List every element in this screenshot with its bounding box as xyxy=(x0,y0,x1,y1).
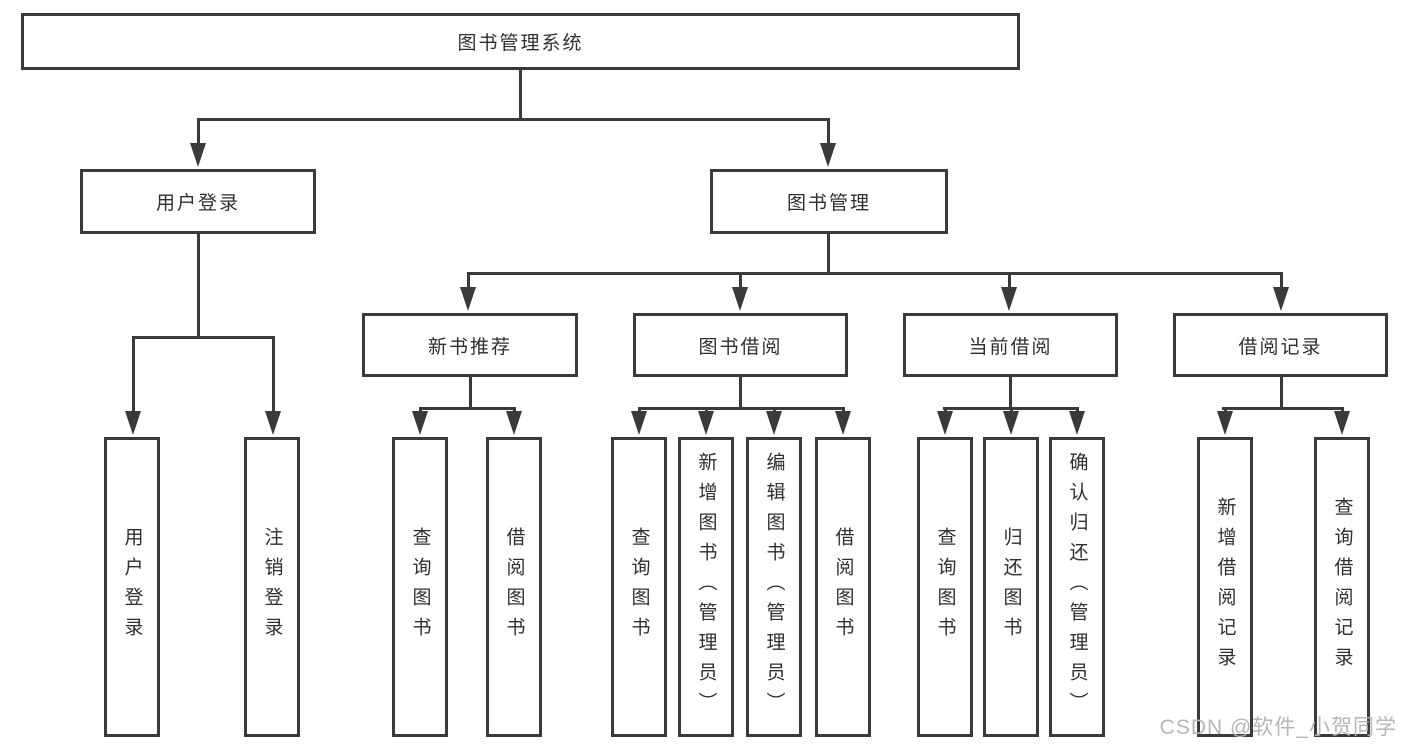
arrow-leaf-user-login xyxy=(125,411,141,435)
arrow-leaf-logout xyxy=(265,411,281,435)
leaf-borrow-book-under-book-borrowing: 借阅图书 xyxy=(815,437,871,737)
leaf-confirm-return-admin: 确认归还（管理员） xyxy=(1049,437,1105,737)
arrow-leaf-borrow-book-2 xyxy=(835,411,851,435)
connector-borrow-records-stem xyxy=(1280,377,1283,409)
leaf-user-login: 用户登录 xyxy=(104,437,160,737)
csdn-watermark: CSDN @软件_小贺同学 xyxy=(1159,716,1397,739)
node-new-book-recommendation: 新书推荐 xyxy=(362,313,578,377)
connector-borrow-records-bar xyxy=(1222,407,1343,410)
leaf-query-book-under-current-borrowing: 查询图书 xyxy=(917,437,973,737)
connector-book-management-stem xyxy=(827,234,830,274)
arrow-leaf-add-record xyxy=(1217,411,1233,435)
connector-drop-book-borrow xyxy=(739,272,742,290)
connector-drop-leaf-user-login xyxy=(132,336,135,414)
connector-book-management-bar xyxy=(467,272,1282,275)
arrow-leaf-query-book-2 xyxy=(631,411,647,435)
connector-drop-book-management xyxy=(827,118,830,146)
arrow-leaf-query-book-1 xyxy=(412,411,428,435)
arrow-leaf-edit-book xyxy=(766,411,782,435)
connector-new-book-stem xyxy=(469,377,472,409)
connector-root-stem xyxy=(519,70,522,118)
arrow-book-management xyxy=(820,143,836,167)
connector-book-borrow-stem xyxy=(739,377,742,409)
node-library-management-system: 图书管理系统 xyxy=(21,13,1020,70)
node-book-borrowing: 图书借阅 xyxy=(633,313,848,377)
leaf-borrow-book-under-new-book: 借阅图书 xyxy=(486,437,542,737)
arrow-leaf-confirm-return xyxy=(1069,411,1085,435)
connector-user-login-bar xyxy=(132,336,275,339)
node-user-login: 用户登录 xyxy=(80,169,316,234)
node-borrowing-records: 借阅记录 xyxy=(1173,313,1388,377)
arrow-leaf-borrow-book-1 xyxy=(506,411,522,435)
connector-new-book-bar xyxy=(419,407,516,410)
arrow-book-borrow xyxy=(732,287,748,311)
connector-drop-new-book xyxy=(467,272,470,290)
connector-drop-leaf-logout xyxy=(272,336,275,414)
arrow-borrow-records xyxy=(1273,287,1289,311)
connector-current-borrow-stem xyxy=(1009,377,1012,409)
leaf-logout: 注销登录 xyxy=(244,437,300,737)
leaf-query-book-under-new-book: 查询图书 xyxy=(392,437,448,737)
arrow-leaf-query-book-3 xyxy=(937,411,953,435)
node-current-borrowing: 当前借阅 xyxy=(903,313,1118,377)
arrow-user-login xyxy=(190,143,206,167)
connector-root-bar xyxy=(197,118,830,121)
leaf-return-book: 归还图书 xyxy=(983,437,1039,737)
leaf-add-book-admin: 新增图书（管理员） xyxy=(678,437,734,737)
connector-drop-borrow-records xyxy=(1280,272,1283,290)
arrow-current-borrow xyxy=(1001,287,1017,311)
arrow-leaf-query-record xyxy=(1334,411,1350,435)
connector-user-login-stem xyxy=(197,234,200,338)
connector-book-borrow-bar xyxy=(638,407,844,410)
arrow-leaf-add-book xyxy=(698,411,714,435)
arrow-new-book xyxy=(460,287,476,311)
connector-drop-user-login xyxy=(197,118,200,146)
leaf-add-borrow-record: 新增借阅记录 xyxy=(1197,437,1253,737)
leaf-edit-book-admin: 编辑图书（管理员） xyxy=(746,437,802,737)
arrow-leaf-return-book xyxy=(1003,411,1019,435)
connector-drop-current-borrow xyxy=(1008,272,1011,290)
leaf-query-borrow-record: 查询借阅记录 xyxy=(1314,437,1370,737)
node-book-management: 图书管理 xyxy=(710,169,948,234)
leaf-query-book-under-book-borrowing: 查询图书 xyxy=(611,437,667,737)
